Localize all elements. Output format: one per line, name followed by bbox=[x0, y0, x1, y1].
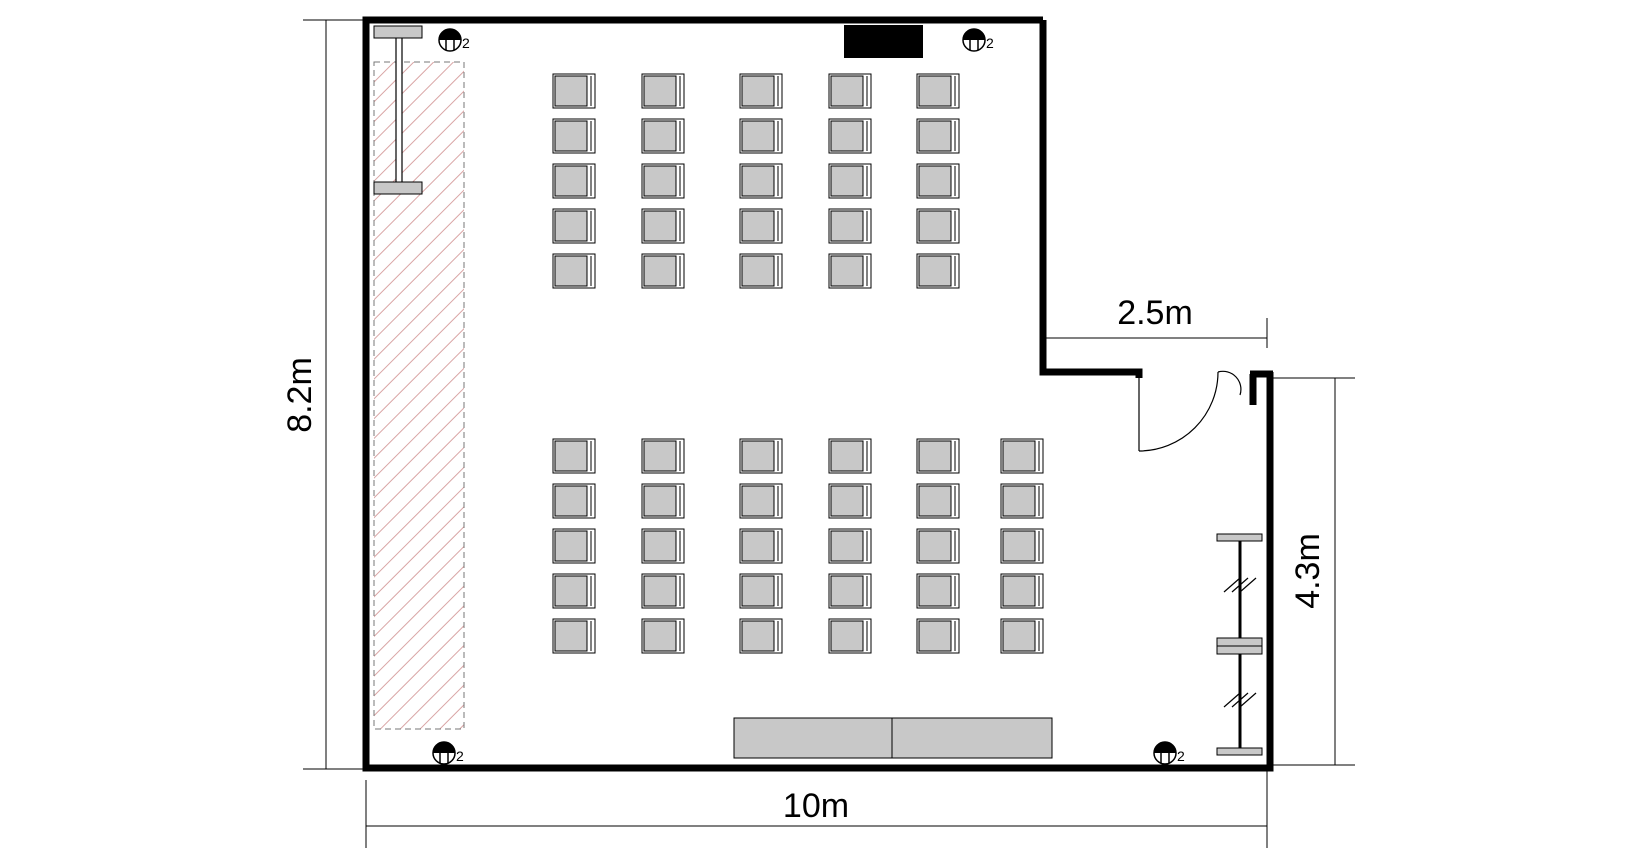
chair bbox=[552, 483, 596, 519]
dimension-label-height: 8.2m bbox=[281, 357, 319, 433]
chair bbox=[1000, 528, 1044, 564]
chair bbox=[828, 208, 872, 244]
chair bbox=[739, 618, 783, 654]
chair bbox=[739, 438, 783, 474]
chair bbox=[916, 438, 960, 474]
outlet-count: 2 bbox=[462, 35, 470, 51]
chair bbox=[641, 573, 685, 609]
chair bbox=[828, 253, 872, 289]
partition-right bbox=[1216, 533, 1263, 756]
chair bbox=[552, 528, 596, 564]
seating bbox=[552, 73, 1044, 654]
chair bbox=[739, 483, 783, 519]
chair bbox=[916, 163, 960, 199]
chair bbox=[641, 528, 685, 564]
chair bbox=[641, 438, 685, 474]
chair bbox=[916, 528, 960, 564]
wall-cabinet bbox=[844, 25, 923, 58]
chair bbox=[641, 208, 685, 244]
chair bbox=[552, 618, 596, 654]
chair bbox=[916, 618, 960, 654]
outlet-group: 2 2 2 2 bbox=[432, 28, 1185, 765]
chair bbox=[828, 163, 872, 199]
chair bbox=[828, 73, 872, 109]
chair bbox=[916, 208, 960, 244]
hatched-area bbox=[373, 61, 465, 730]
chair bbox=[641, 253, 685, 289]
chair bbox=[641, 163, 685, 199]
chair bbox=[739, 163, 783, 199]
chair bbox=[739, 528, 783, 564]
chair bbox=[552, 253, 596, 289]
partition-top-left bbox=[373, 25, 423, 195]
door bbox=[1138, 370, 1242, 452]
chair bbox=[552, 573, 596, 609]
table bbox=[733, 717, 1053, 759]
chair bbox=[1000, 573, 1044, 609]
chair bbox=[552, 118, 596, 154]
chair bbox=[641, 483, 685, 519]
dimension-lines bbox=[303, 19, 1355, 848]
chair bbox=[916, 73, 960, 109]
chair bbox=[916, 118, 960, 154]
outlet-count: 2 bbox=[986, 35, 994, 51]
chair bbox=[739, 73, 783, 109]
chair bbox=[1000, 483, 1044, 519]
chair bbox=[739, 208, 783, 244]
dimension-label-notch: 2.5m bbox=[1117, 294, 1193, 332]
chair bbox=[916, 253, 960, 289]
chair bbox=[1000, 438, 1044, 474]
chair bbox=[828, 438, 872, 474]
chair bbox=[739, 118, 783, 154]
outlet-icon: 2 bbox=[1153, 741, 1185, 765]
chair bbox=[641, 73, 685, 109]
chair bbox=[828, 528, 872, 564]
chair bbox=[828, 483, 872, 519]
outlet-icon: 2 bbox=[438, 28, 470, 52]
outlet-count: 2 bbox=[456, 748, 464, 764]
outlet-icon: 2 bbox=[962, 28, 994, 52]
chair bbox=[1000, 618, 1044, 654]
outlet-count: 2 bbox=[1177, 748, 1185, 764]
chair bbox=[552, 208, 596, 244]
chair bbox=[641, 118, 685, 154]
dimension-label-width: 10m bbox=[783, 787, 849, 825]
outlet-icon: 2 bbox=[432, 741, 464, 765]
chair bbox=[739, 573, 783, 609]
chair bbox=[828, 118, 872, 154]
dimension-label-right-height: 4.3m bbox=[1289, 533, 1327, 609]
chair bbox=[916, 573, 960, 609]
chair bbox=[552, 73, 596, 109]
room-walls bbox=[362, 16, 1274, 772]
chair bbox=[916, 483, 960, 519]
chair bbox=[828, 573, 872, 609]
chair bbox=[739, 253, 783, 289]
chair bbox=[552, 438, 596, 474]
chair bbox=[552, 163, 596, 199]
chair bbox=[641, 618, 685, 654]
chair bbox=[828, 618, 872, 654]
